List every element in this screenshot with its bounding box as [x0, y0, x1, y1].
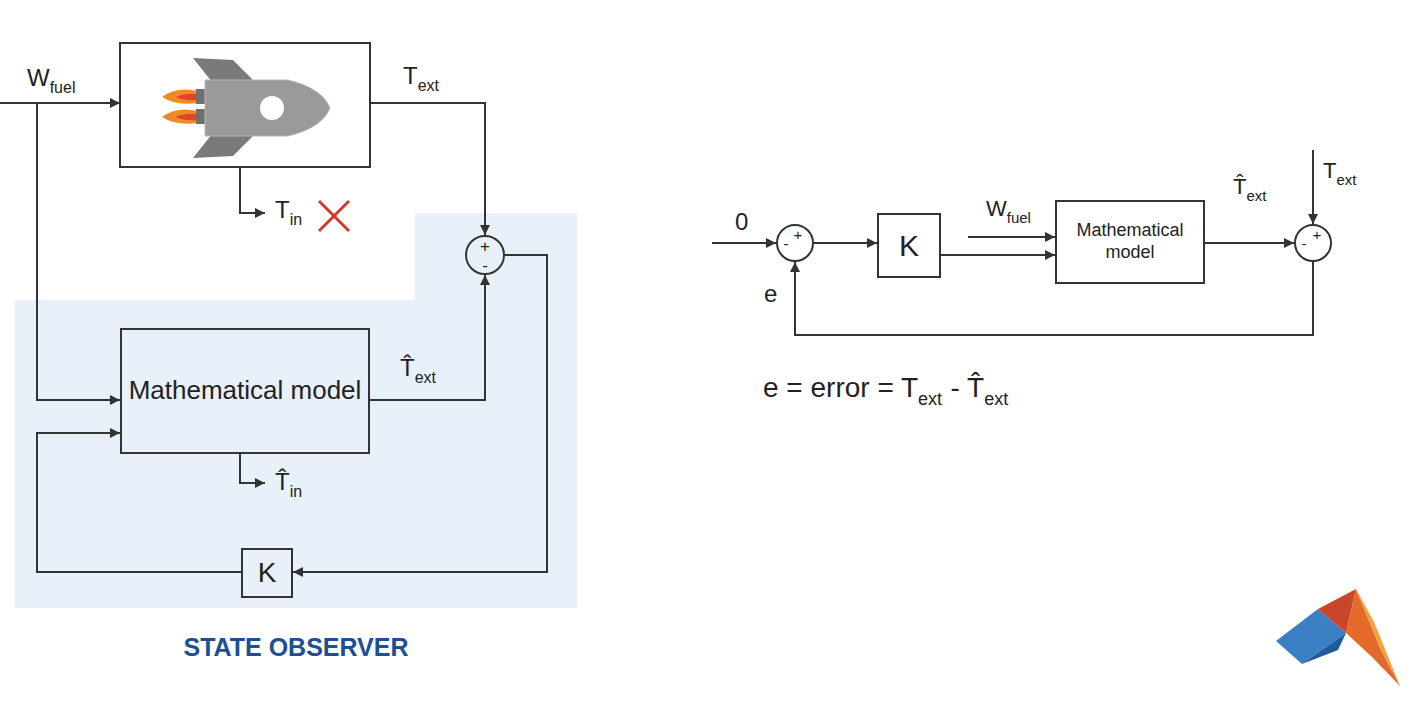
sign-label: - — [769, 236, 803, 251]
symbol-text: T̂ — [275, 468, 290, 495]
subscript: ext — [1246, 187, 1266, 204]
symbol-text: e — [764, 280, 777, 307]
sign-label: - — [467, 257, 503, 274]
signal-connector — [814, 242, 877, 244]
flame-core — [176, 114, 198, 120]
rocket-illustration — [162, 58, 330, 158]
subscript: in — [290, 483, 302, 500]
fin — [193, 58, 255, 82]
subscript: ext — [918, 389, 942, 409]
symbol-text: 0 — [735, 208, 748, 235]
internal-output-wire — [240, 167, 265, 213]
signal-label: Wfuel — [27, 66, 75, 96]
signal-label: T̂in — [275, 470, 302, 500]
summing-junction: +- — [465, 235, 505, 275]
subscript: fuel — [50, 79, 76, 96]
model-box: Mathematical model — [120, 328, 370, 454]
subscript: ext — [984, 389, 1008, 409]
subscript: ext — [415, 369, 436, 386]
flame — [162, 109, 198, 123]
logo-facet — [1346, 589, 1400, 686]
signal-label: 0 — [735, 210, 748, 234]
input-wire — [0, 102, 120, 104]
model-box: Mathematical model — [1055, 200, 1205, 284]
matlab-logo — [1276, 589, 1400, 686]
summing-junction: +- — [776, 224, 814, 262]
symbol-text: T — [403, 62, 418, 89]
box-label: Mathematical model — [129, 375, 362, 406]
box-label: K — [899, 228, 919, 264]
cross-stroke — [319, 201, 349, 231]
signal-label: Tin — [275, 198, 302, 228]
subscript: fuel — [1007, 209, 1031, 226]
region-title: STATE OBSERVER — [15, 633, 577, 662]
subscript: ext — [418, 77, 439, 94]
gain-box: K — [241, 548, 293, 598]
signal-label: T̂ext — [1233, 176, 1266, 203]
reference-wire — [712, 242, 776, 244]
symbol-text: W — [986, 196, 1007, 221]
cross-stroke — [319, 201, 349, 231]
sign-label: - — [1287, 236, 1321, 251]
input-wire — [968, 236, 1055, 238]
logo-facet — [1356, 589, 1400, 686]
cross-mark — [319, 201, 349, 231]
flame — [162, 89, 198, 103]
subscript: ext — [1336, 171, 1356, 188]
box-label: Mathematical model — [1063, 220, 1197, 263]
signal-label: Text — [1323, 160, 1356, 187]
signal-label: e — [764, 282, 777, 306]
symbol-text: e = error = T — [763, 372, 918, 403]
symbol-text: - T̂ — [951, 372, 985, 403]
rocket-window — [260, 96, 284, 120]
region-fill — [15, 213, 577, 608]
signal-label: e = error = Text- T̂ext — [763, 374, 1008, 408]
subscript: in — [290, 211, 302, 228]
signal-label: Wfuel — [986, 198, 1031, 225]
flame-core — [176, 94, 198, 100]
signal-label: T̂ext — [400, 356, 436, 386]
fin — [193, 134, 255, 158]
observer-region: STATE OBSERVER+-Mathematical modelK — [15, 213, 577, 673]
symbol-text: W — [27, 64, 50, 91]
plant-box — [120, 43, 370, 167]
signal-connector — [941, 254, 1055, 256]
symbol-text: T̂ — [1233, 174, 1246, 199]
symbol-text: T̂ — [400, 354, 415, 381]
gain-box: K — [877, 213, 941, 278]
rocket-body — [205, 80, 330, 136]
symbol-text: T — [1323, 158, 1336, 183]
signal-connector — [795, 262, 1313, 335]
signal-label: Text — [403, 64, 439, 94]
logo-facet — [1302, 633, 1346, 664]
measured-output-wire — [1312, 150, 1314, 224]
sign-label: + — [467, 238, 503, 255]
signal-connector — [1205, 242, 1294, 244]
summing-junction: +- — [1294, 224, 1332, 262]
symbol-text: T — [275, 196, 290, 223]
box-label: K — [258, 556, 277, 590]
